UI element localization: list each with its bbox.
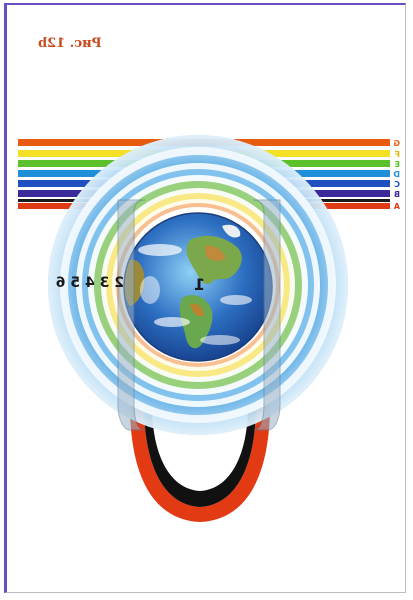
band-letter-f: F — [395, 150, 400, 159]
land-north-america-dry — [205, 245, 226, 261]
cloud-3 — [220, 295, 252, 305]
u-tube — [117, 199, 281, 431]
land-south-america-dry — [190, 303, 204, 317]
u-loop-black — [144, 405, 256, 507]
band-letter-b: B — [394, 190, 400, 199]
band-letters: G F E D C B A — [393, 139, 400, 211]
u-tube-left — [117, 199, 146, 431]
number-labels: 1 2 3 4 5 6 — [56, 275, 205, 294]
band-letter-a: A — [393, 202, 400, 211]
band-letter-d: D — [393, 170, 400, 179]
u-tube-right — [252, 199, 281, 431]
band-letter-e: E — [395, 160, 400, 169]
band-letter-g: G — [393, 139, 400, 148]
label-sequence-numbers: 2 3 4 5 6 — [56, 275, 124, 291]
cloud-5 — [200, 335, 240, 345]
cloud-2 — [154, 317, 190, 327]
u-loop-red — [130, 405, 270, 522]
land-greenland — [222, 224, 241, 238]
u-loop — [130, 405, 270, 522]
cloud-1 — [138, 244, 182, 256]
land-south-america — [179, 295, 213, 349]
label-center-number: 1 — [194, 275, 205, 294]
cloud-4 — [140, 276, 160, 304]
band-letter-c: C — [394, 180, 400, 189]
